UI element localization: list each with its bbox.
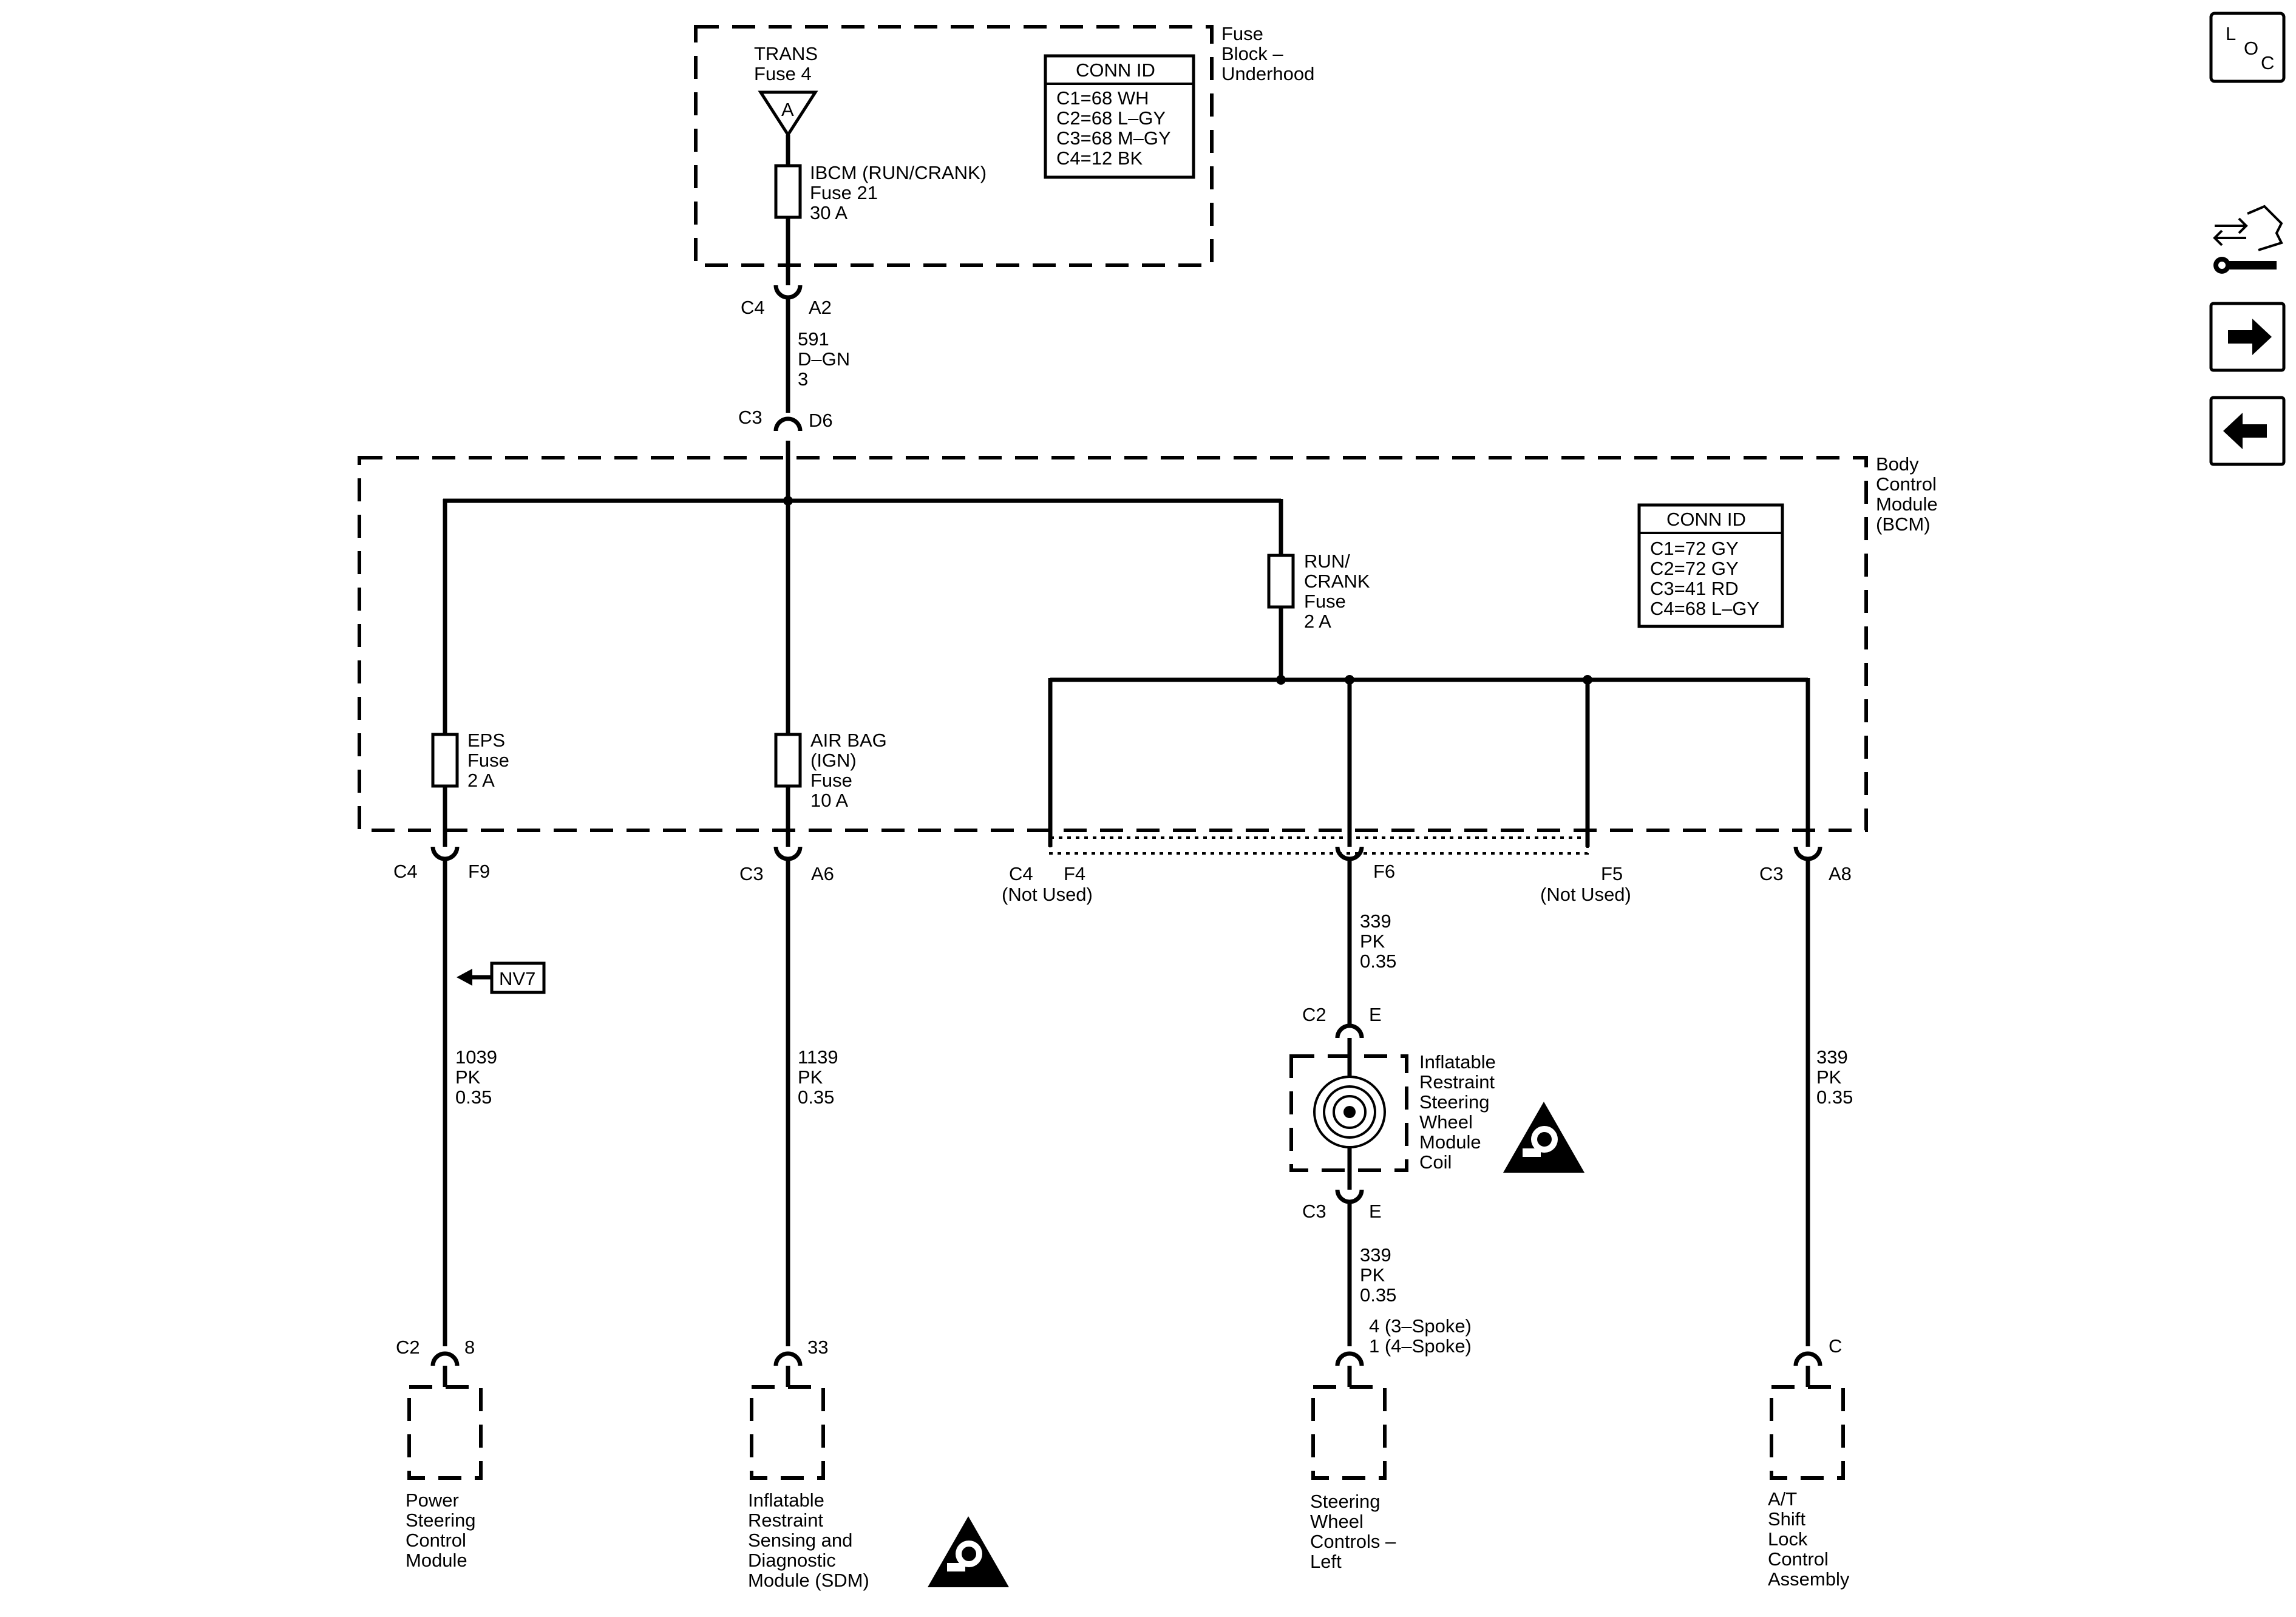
svg-text:C2: C2	[396, 1337, 420, 1358]
svg-text:C4: C4	[393, 861, 418, 882]
circuit-1139-label: 1139 PK 0.35	[798, 1046, 843, 1108]
svg-text:C: C	[1829, 1335, 1842, 1357]
connector-c3-d6	[773, 416, 803, 432]
shift-lock-assembly-label: A/T Shift Lock Control Assembly	[1768, 1488, 1850, 1590]
power-steering-module-label: Power Steering Control Module	[406, 1490, 481, 1571]
svg-text:C1=72 GY C2=72 GY: C1=72 GY C2=72 GY C3=41 RD C4=68 L–GY	[1650, 538, 1759, 619]
circuit-591-label: 591 D–GN 3	[798, 328, 855, 390]
trans-fuse-label: TRANS Fuse 4	[754, 43, 823, 84]
branch-power-steering: NV7 1039 PK 0.35 C2 8 Power Steering Con…	[396, 846, 546, 1571]
fuse-block-underhood: Fuse Block – Underhood TRANS Fuse 4 A IB…	[694, 23, 1314, 285]
shift-lock-assembly-box	[1770, 1385, 1845, 1480]
clockspring-coil-icon	[1313, 1076, 1386, 1148]
body-control-module: Body Control Module (BCM) CONN ID C1=72 …	[358, 453, 1943, 855]
svg-text:C4: C4	[741, 297, 765, 318]
fuse-block-outline	[694, 25, 1214, 267]
branch-steering-wheel-controls: 339 PK 0.35 C2 E Inflatable Restraint St…	[1289, 846, 1584, 1572]
svg-text:F4: F4	[1064, 863, 1085, 884]
fuse-block-label: Fuse Block – Underhood	[1221, 23, 1314, 84]
power-steering-module-box	[407, 1385, 483, 1480]
svg-text:A8: A8	[1829, 863, 1852, 884]
airbag-fuse-label: AIR BAG (IGN) Fuse 10 A	[810, 730, 892, 811]
fuse-block-conn-id-table: CONN ID C1=68 WH C2=68 L–GY C3=68 M–GY C…	[1044, 54, 1195, 179]
bcm-conn-id-table: CONN ID C1=72 GY C2=72 GY C3=41 RD C4=68…	[1637, 503, 1784, 628]
steering-wheel-controls-label: Steering Wheel Controls – Left	[1310, 1491, 1401, 1572]
coil-label: Inflatable Restraint Steering Wheel Modu…	[1419, 1051, 1501, 1173]
svg-text:(Not Used): (Not Used)	[1540, 884, 1631, 905]
shared-connector-outline	[1049, 836, 1589, 855]
locator-button[interactable]: L O C	[2209, 12, 2286, 83]
run-crank-fuse-symbol	[1267, 554, 1295, 609]
airbag-warning-icon	[928, 1516, 1009, 1587]
svg-text:(Not Used): (Not Used)	[1002, 884, 1093, 905]
nav-reference-nv7[interactable]: NV7	[457, 961, 546, 994]
svg-text:NV7: NV7	[499, 968, 535, 989]
run-crank-fuse-label: RUN/ CRANK Fuse 2 A	[1304, 551, 1375, 632]
svg-text:C3: C3	[738, 407, 763, 428]
circuit-1039-label: 1039 PK 0.35	[455, 1046, 503, 1108]
connector-c4-a2	[773, 285, 803, 300]
svg-text:C3: C3	[1759, 863, 1784, 884]
ibcm-fuse-symbol	[774, 164, 802, 219]
svg-text:33: 33	[807, 1337, 828, 1358]
branch-sdm: 1139 PK 0.35 33 Inflatable Restraint Sen…	[748, 846, 1009, 1591]
svg-text:E: E	[1369, 1201, 1382, 1222]
svg-text:C1=68 WH C2=68 L–GY: C1=68 WH C2=68 L–GY C3=68 M–GY C4=12 BK	[1056, 87, 1176, 169]
bcm-label: Body Control Module (BCM)	[1876, 453, 1943, 535]
trans-terminal-label: A	[781, 99, 794, 120]
svg-text:C4: C4	[1009, 863, 1033, 884]
previous-page-arrow-icon[interactable]	[2209, 396, 2286, 466]
wire-591: C4 A2 591 D–GN 3 C3 D6	[738, 285, 855, 499]
svg-text:A6: A6	[811, 863, 834, 884]
svg-text:C3: C3	[1302, 1201, 1326, 1222]
svg-text:F9: F9	[468, 861, 490, 882]
bcm-outline	[358, 456, 1868, 832]
sidebar-navigation: L O C	[2209, 12, 2286, 466]
circuit-339-lower-label: 339 PK 0.35	[1360, 1244, 1396, 1306]
trans-fuse-triangle	[758, 90, 818, 138]
circuit-339-upper-label: 339 PK 0.35	[1360, 910, 1396, 972]
bcm-output-pins: C4 F9 C3 A6 C4 F4 (Not Used) F6 F5 (Not …	[393, 861, 1852, 905]
svg-text:F6: F6	[1373, 861, 1395, 882]
svg-text:C3: C3	[739, 863, 764, 884]
sdm-module-box	[750, 1385, 825, 1480]
svg-text:C: C	[2261, 52, 2274, 73]
svg-text:F5: F5	[1601, 863, 1623, 884]
svg-text:D6: D6	[809, 410, 833, 431]
svg-text:E: E	[1369, 1004, 1382, 1025]
svg-text:8: 8	[464, 1337, 475, 1358]
svg-text:L: L	[2226, 23, 2236, 44]
svg-text:C2: C2	[1302, 1004, 1326, 1025]
airbag-fuse-symbol	[774, 733, 802, 788]
circuit-339-shift-label: 339 PK 0.35	[1816, 1046, 1853, 1108]
connector-wrench-icon[interactable]	[2213, 205, 2283, 274]
next-page-arrow-icon[interactable]	[2209, 302, 2286, 372]
eps-fuse-symbol	[431, 733, 459, 788]
svg-text:CONN ID: CONN ID	[1666, 509, 1746, 530]
sdm-module-label: Inflatable Restraint Sensing and Diagnos…	[748, 1490, 869, 1591]
end-pin-label: 4 (3–Spoke) 1 (4–Spoke)	[1369, 1315, 1477, 1357]
eps-fuse-label: EPS Fuse 2 A	[467, 730, 515, 791]
ibcm-fuse-label: IBCM (RUN/CRANK) Fuse 21 30 A	[810, 162, 992, 223]
branch-shift-lock: 339 PK 0.35 C A/T Shift Lock Control Ass…	[1768, 846, 1853, 1590]
svg-text:CONN ID: CONN ID	[1076, 59, 1155, 81]
svg-text:O: O	[2244, 38, 2258, 59]
steering-wheel-controls-box	[1311, 1385, 1387, 1480]
airbag-warning-icon	[1503, 1102, 1584, 1173]
svg-text:A2: A2	[809, 297, 832, 318]
